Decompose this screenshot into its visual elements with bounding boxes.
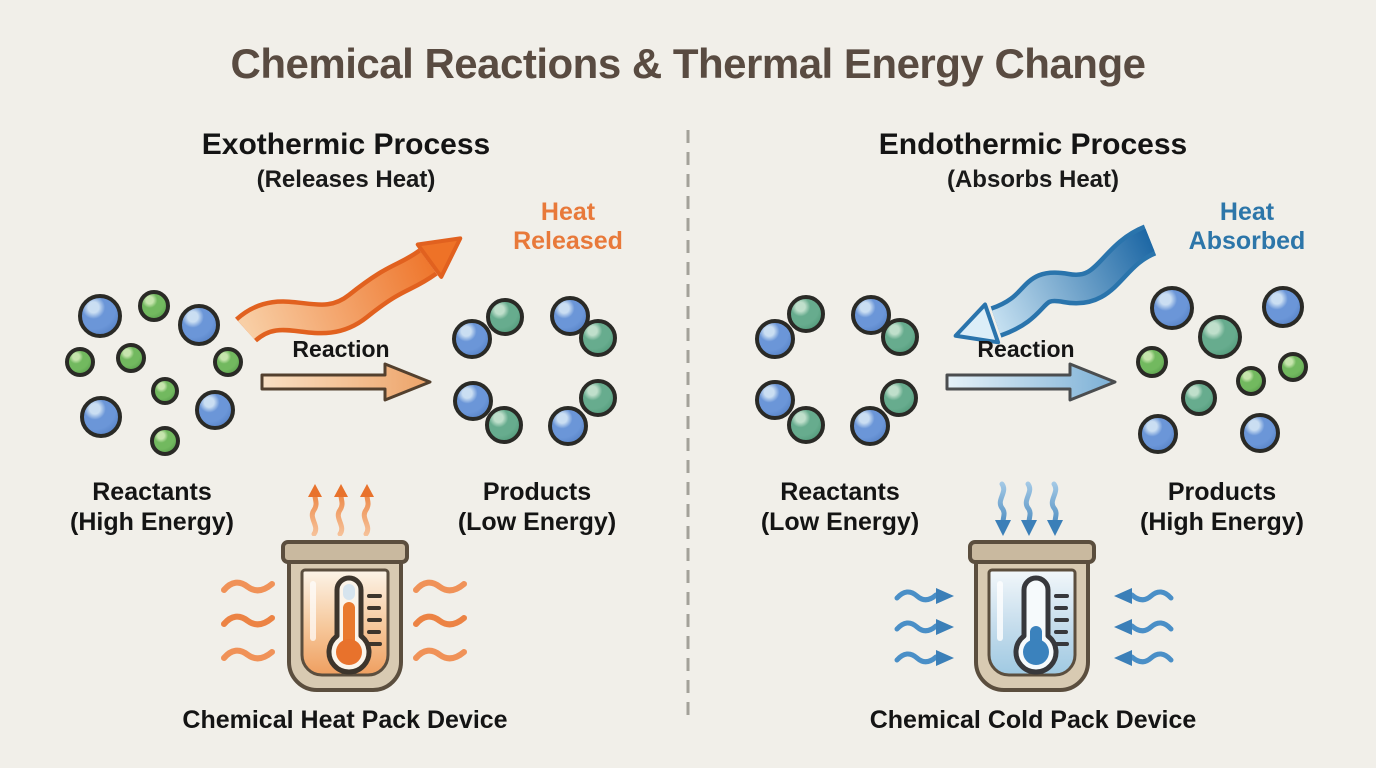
- teal-molecule: [485, 406, 523, 444]
- teal-molecule: [881, 318, 919, 356]
- heat-released-line2: Released: [513, 227, 623, 255]
- heat-waves-left-icon: [221, 579, 275, 662]
- blue-molecule: [453, 381, 493, 421]
- endothermic-reaction-arrow: [945, 362, 1117, 402]
- green-molecule: [213, 347, 243, 377]
- teal-molecule: [1198, 315, 1242, 359]
- reactants-energy-text: (Low Energy): [760, 508, 920, 536]
- blue-molecule: [1150, 286, 1194, 330]
- blue-molecule: [755, 319, 795, 359]
- blue-molecule: [850, 406, 890, 446]
- cold-pack-device: [968, 540, 1096, 692]
- endothermic-reaction-label: Reaction: [977, 336, 1075, 362]
- reactants-text: Reactants: [92, 478, 212, 506]
- blue-molecule: [452, 319, 492, 359]
- reactants-energy-text: (High Energy): [70, 508, 234, 536]
- heat-released-label: Heat Released: [480, 198, 656, 256]
- cold-descending-arrows-icon: [995, 481, 1063, 536]
- green-molecule: [65, 347, 95, 377]
- blue-molecule: [1262, 286, 1304, 328]
- teal-molecule: [787, 295, 825, 333]
- green-molecule: [1236, 366, 1266, 396]
- exothermic-heading: Exothermic Process: [201, 128, 491, 161]
- endothermic-heading: Endothermic Process: [878, 128, 1188, 161]
- products-energy-text: (High Energy): [1140, 508, 1304, 536]
- blue-molecule: [195, 390, 235, 430]
- green-molecule: [151, 377, 179, 405]
- green-molecule: [138, 290, 170, 322]
- products-text: Products: [1167, 478, 1277, 506]
- exothermic-reactants-label: Reactants (High Energy): [42, 477, 262, 537]
- heat-rising-arrows-icon: [308, 484, 374, 536]
- heat-released-line1: Heat: [540, 198, 596, 226]
- endothermic-reactants-label: Reactants (Low Energy): [730, 477, 950, 537]
- products-text: Products: [482, 478, 592, 506]
- exothermic-products-label: Products (Low Energy): [427, 477, 647, 537]
- exothermic-reaction-arrow: [260, 362, 432, 402]
- heat-absorbed-line1: Heat: [1219, 198, 1275, 226]
- products-energy-text: (Low Energy): [457, 508, 617, 536]
- teal-molecule: [486, 298, 524, 336]
- exothermic-reaction-label: Reaction: [292, 336, 390, 362]
- endothermic-subheading: (Absorbs Heat): [946, 166, 1120, 193]
- green-molecule: [116, 343, 146, 373]
- teal-molecule: [880, 379, 918, 417]
- heat-waves-right-icon: [413, 579, 467, 662]
- blue-molecule: [178, 304, 220, 346]
- dashed-divider: [686, 130, 690, 722]
- heat-released-arrow: [235, 236, 463, 344]
- teal-molecule: [1181, 380, 1217, 416]
- blue-molecule: [1240, 413, 1280, 453]
- blue-molecule: [78, 294, 122, 338]
- blue-molecule: [1138, 414, 1178, 454]
- teal-molecule: [579, 319, 617, 357]
- heat-pack-device: [281, 540, 409, 692]
- green-molecule: [1278, 352, 1308, 382]
- blue-molecule: [755, 380, 795, 420]
- page-title: Chemical Reactions & Thermal Energy Chan…: [230, 40, 1146, 87]
- green-molecule: [150, 426, 180, 456]
- teal-molecule: [579, 379, 617, 417]
- heat-absorbed-arrow: [953, 224, 1158, 345]
- cold-pack-caption: Chemical Cold Pack Device: [869, 706, 1197, 734]
- heat-absorbed-line2: Absorbed: [1188, 227, 1306, 255]
- heat-absorbed-label: Heat Absorbed: [1159, 198, 1335, 256]
- heat-pack-caption: Chemical Heat Pack Device: [182, 706, 508, 734]
- teal-molecule: [787, 406, 825, 444]
- exothermic-subheading: (Releases Heat): [256, 166, 436, 193]
- green-molecule: [1136, 346, 1168, 378]
- cold-waves-left-icon: [894, 588, 954, 666]
- endothermic-products-label: Products (High Energy): [1112, 477, 1332, 537]
- cold-waves-right-icon: [1114, 588, 1174, 666]
- reactants-text: Reactants: [780, 478, 900, 506]
- blue-molecule: [80, 396, 122, 438]
- blue-molecule: [548, 406, 588, 446]
